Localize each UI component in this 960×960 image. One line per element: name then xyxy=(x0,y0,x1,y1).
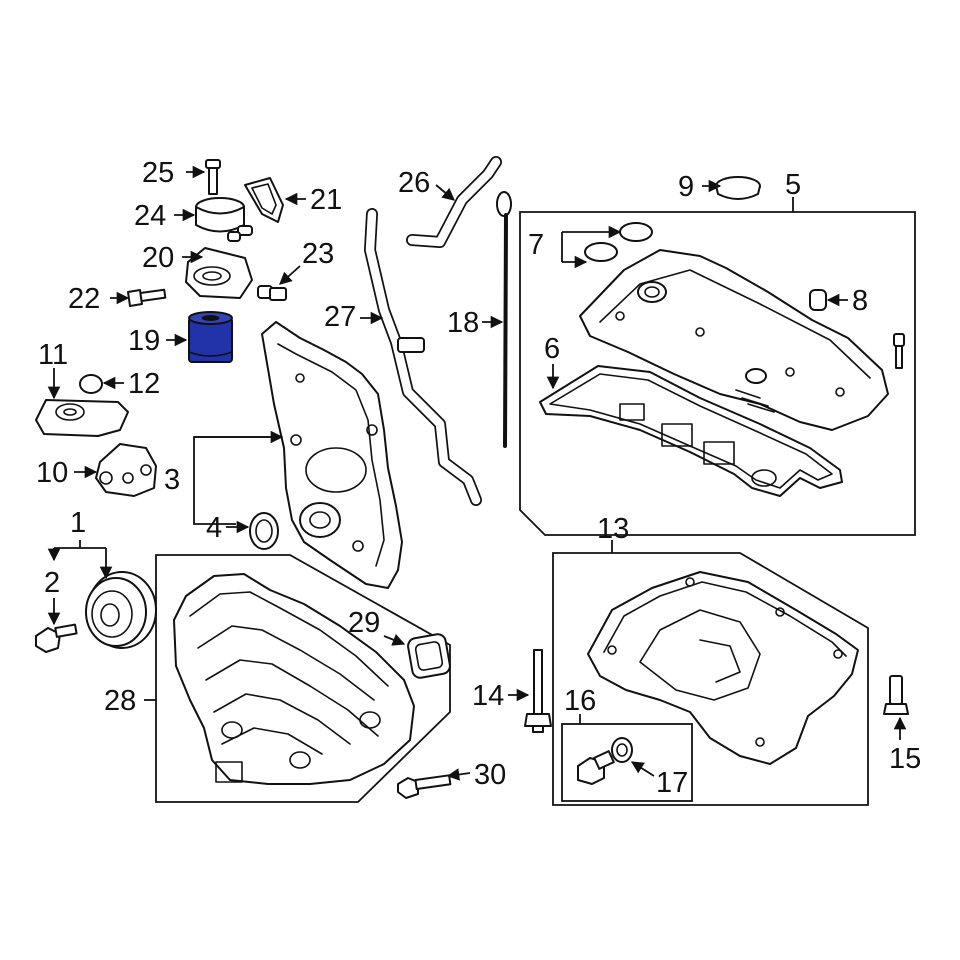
drain-plug-group-box xyxy=(561,723,693,802)
part-4-seal[interactable] xyxy=(249,512,279,550)
part-26-hose[interactable] xyxy=(406,156,502,248)
callout-25: 25 xyxy=(142,157,174,189)
leader-lines xyxy=(47,165,907,781)
callout-26: 26 xyxy=(398,167,430,199)
callout-19: 19 xyxy=(128,325,160,357)
part-24-oil-cooler[interactable] xyxy=(195,197,253,242)
callout-27: 27 xyxy=(324,301,356,333)
part-1-crank-pulley[interactable] xyxy=(85,571,157,649)
part-23-sensor[interactable] xyxy=(257,285,287,301)
part-14-stud[interactable] xyxy=(524,649,552,733)
callout-14: 14 xyxy=(472,680,504,712)
part-15-bolt[interactable] xyxy=(883,675,909,715)
part-13-oil-pan[interactable] xyxy=(587,571,859,765)
callout-21: 21 xyxy=(310,184,342,216)
callout-22: 22 xyxy=(68,283,100,315)
part-17-washer[interactable] xyxy=(611,737,633,763)
callout-5: 5 xyxy=(785,169,801,201)
part-9-oil-cap[interactable] xyxy=(715,176,761,200)
part-10-oil-pump[interactable] xyxy=(95,443,157,497)
part-7-seals[interactable] xyxy=(584,222,653,262)
valve-cover-stud[interactable] xyxy=(893,333,905,369)
part-22-bolt[interactable] xyxy=(127,288,167,307)
callout-11: 11 xyxy=(38,339,68,371)
part-12-seal[interactable] xyxy=(79,374,103,394)
part-3-timing-cover[interactable] xyxy=(261,321,403,589)
part-18-dipstick[interactable] xyxy=(496,191,512,448)
callout-8: 8 xyxy=(852,285,868,317)
callout-28: 28 xyxy=(104,685,136,717)
part-19-oil-filter[interactable] xyxy=(188,311,233,363)
callout-16: 16 xyxy=(564,685,596,717)
part-8-cap[interactable] xyxy=(809,289,827,311)
oil-pan-group-box xyxy=(552,552,869,806)
callout-24: 24 xyxy=(134,200,166,232)
callout-12: 12 xyxy=(128,368,160,400)
callout-7: 7 xyxy=(528,229,544,261)
part-16-drain-plug[interactable] xyxy=(577,750,615,785)
valve-cover-group-box xyxy=(519,211,916,536)
callout-13: 13 xyxy=(597,513,629,545)
callout-1: 1 xyxy=(70,507,86,539)
intake-manifold-group-box xyxy=(155,554,451,803)
part-29-gasket[interactable] xyxy=(407,633,451,679)
part-25-bolt[interactable] xyxy=(205,159,221,195)
callout-29: 29 xyxy=(348,607,380,639)
callout-10: 10 xyxy=(36,457,68,489)
callout-30: 30 xyxy=(474,759,506,791)
callout-3: 3 xyxy=(164,464,180,496)
callout-2: 2 xyxy=(44,567,60,599)
callout-4: 4 xyxy=(206,512,222,544)
part-21-gasket[interactable] xyxy=(244,177,284,223)
part-6-valve-cover-gasket[interactable] xyxy=(539,365,843,497)
part-11-oil-separator[interactable] xyxy=(35,399,129,437)
callout-20: 20 xyxy=(142,242,174,274)
callout-labels: 1 2 3 4 5 6 7 8 9 10 11 12 13 14 15 16 1… xyxy=(36,157,921,799)
callout-6: 6 xyxy=(544,333,560,365)
callout-18: 18 xyxy=(447,307,479,339)
part-27-vent-tube[interactable] xyxy=(364,208,482,506)
callout-17: 17 xyxy=(656,767,688,799)
part-28-intake-manifold[interactable] xyxy=(173,573,415,785)
part-20-filter-adapter[interactable] xyxy=(185,247,253,299)
part-30-bolt[interactable] xyxy=(397,774,452,799)
callout-15: 15 xyxy=(889,743,921,775)
callout-9: 9 xyxy=(678,171,694,203)
part-2-bolt[interactable] xyxy=(35,623,78,653)
callout-23: 23 xyxy=(302,238,334,270)
part-5-valve-cover[interactable] xyxy=(579,249,889,431)
